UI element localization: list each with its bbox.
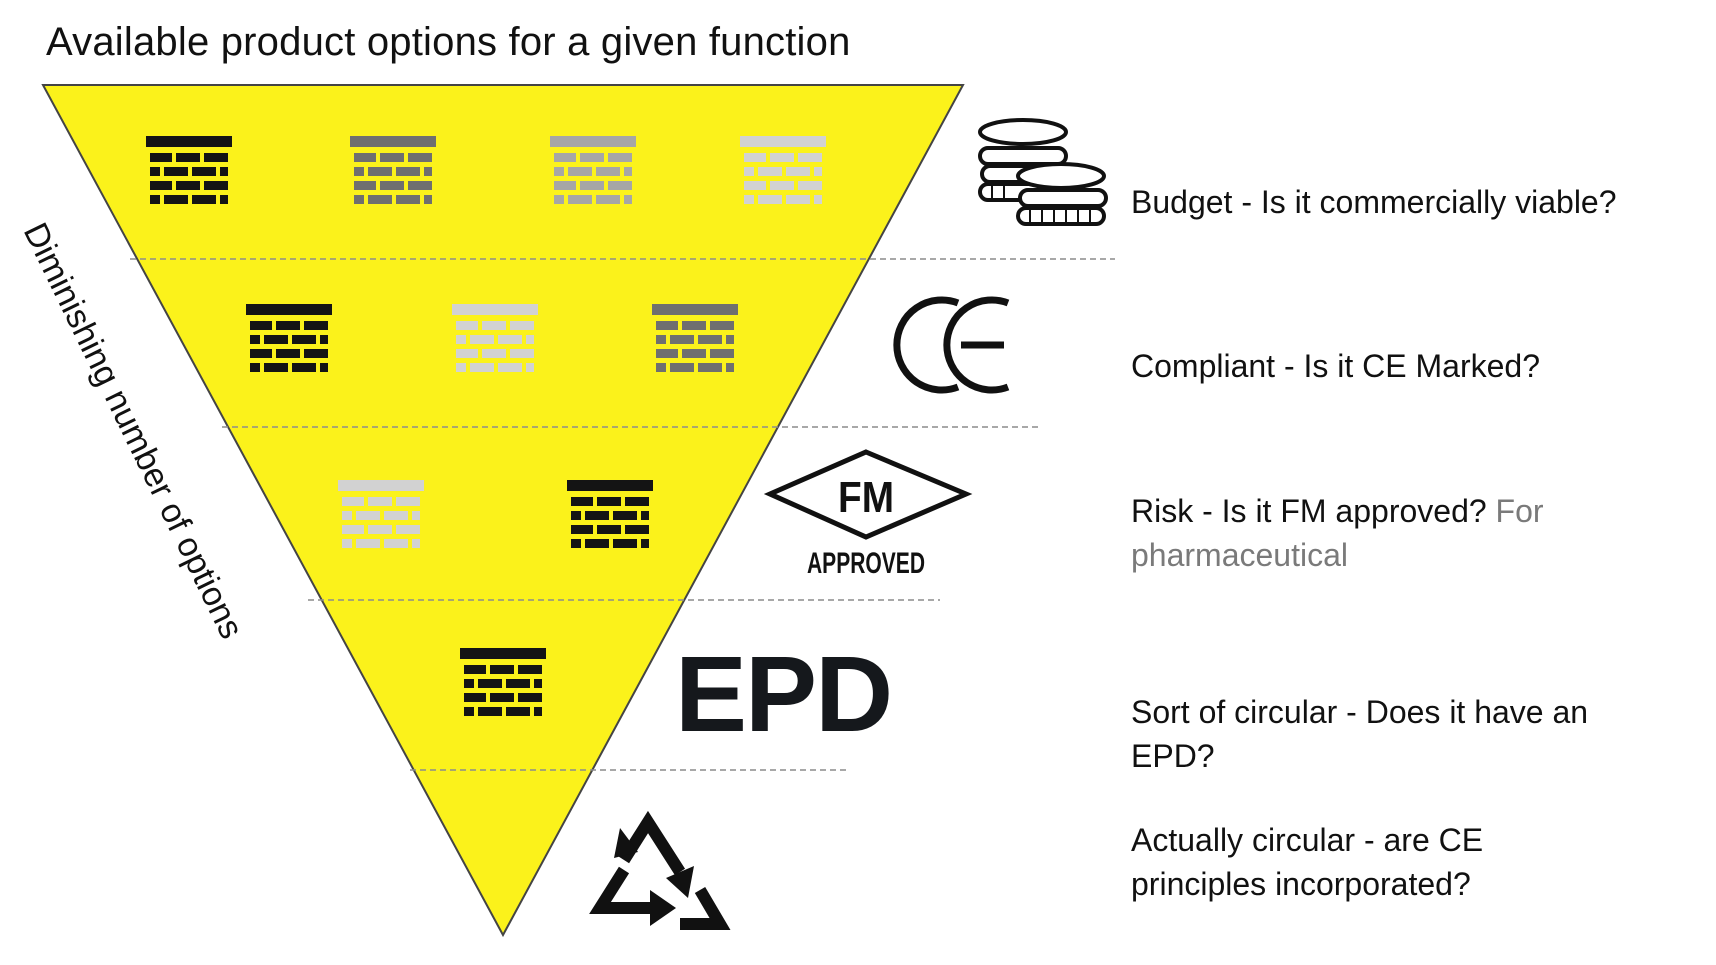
recycle-icon (589, 810, 731, 930)
fm-approved-icon: FM APPROVED (763, 449, 973, 580)
fm-text: FM (838, 473, 894, 522)
criterion-sort-of-circular: Sort of circular - Does it have an EPD? (1131, 694, 1589, 774)
epd-logo: EPD (675, 633, 893, 754)
criterion-risk-note: For pharmaceutical (1131, 493, 1544, 573)
funnel-triangle (41, 84, 965, 938)
tier-dividers (130, 258, 1115, 771)
ce-mark-icon (893, 296, 1010, 394)
criterion-actually-circular: Actually circular - are CE principles in… (1131, 822, 1484, 902)
coins-stack-icon (978, 118, 1108, 226)
page-title: Available product options for a given fu… (46, 20, 851, 64)
criterion-risk: Risk - Is it FM approved? For pharmaceut… (1131, 489, 1651, 577)
criterion-risk-main: Risk - Is it FM approved? (1131, 493, 1487, 529)
criterion-budget: Budget - Is it commercially viable? (1131, 184, 1617, 220)
approved-text: APPROVED (807, 547, 925, 580)
criterion-compliant: Compliant - Is it CE Marked? (1131, 348, 1541, 384)
